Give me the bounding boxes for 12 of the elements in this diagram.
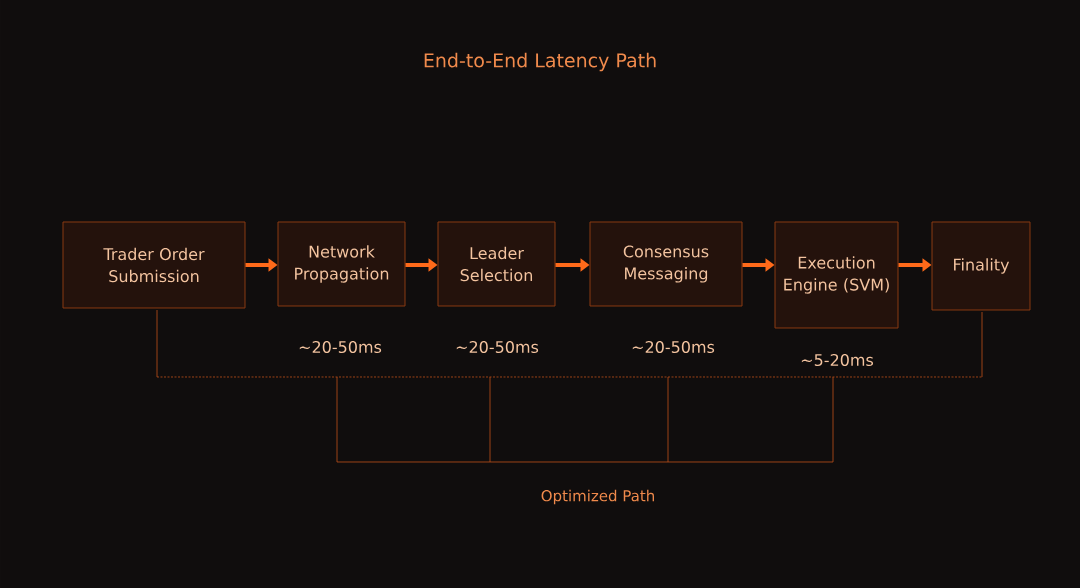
process-box: Leader Selection: [437, 221, 556, 307]
process-box: Finality: [931, 221, 1031, 311]
latency-label: ~20-50ms: [299, 340, 382, 354]
latency-label: ~20-50ms: [456, 340, 539, 354]
latency-label: ~20-50ms: [632, 340, 715, 354]
path-label: Optimized Path: [541, 489, 654, 505]
latency-label: ~5-20ms: [801, 353, 874, 367]
title: End-to-End Latency Path: [424, 52, 656, 72]
process-box: Trader Order Submission: [62, 221, 246, 309]
process-box: Execution Engine (SVM): [774, 221, 899, 329]
process-box: Consensus Messaging: [589, 221, 743, 307]
process-box: Network Propagation: [277, 221, 406, 307]
